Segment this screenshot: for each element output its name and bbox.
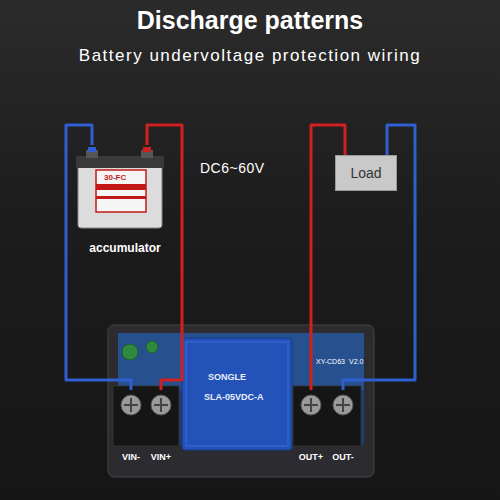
wire [66,125,131,390]
relay-model: SLA-05VDC-A [204,392,264,402]
capacitor-part [146,341,158,353]
load-box: Load [335,155,397,191]
relay-part [186,342,288,446]
screw-terminal-block-part [113,386,179,446]
voltage-label: DC6~60V [200,160,265,176]
battery-illustration-part [143,147,151,152]
battery-sticker: 30-FC [104,173,126,182]
terminal-text: VIN- [122,452,140,462]
battery-text: accumulator [72,241,178,255]
battery-illustration-part [88,147,96,152]
protection-board: XY-CD63 V2.0VIN- VIN+ OUT+ OUT- [112,330,370,475]
subtitle: Battery undervoltage protection wiring [0,46,500,66]
load-box-text: Load [350,165,381,181]
terminal: VIN+ [146,390,176,462]
capacitor-part [122,344,138,360]
terminal-text: VIN+ [151,452,171,462]
module-housing-part [108,325,374,477]
battery: accumulator [72,145,178,255]
screw-terminal-block [113,386,361,446]
title: Discharge patterns [0,6,500,35]
terminal-text: OUT- [332,452,354,462]
screw-terminal-block-part [293,386,361,446]
battery-illustration [76,147,164,228]
battery-illustration-part [96,184,146,190]
terminal: OUT+ [296,390,326,462]
protection-board-text: V2.0 [349,358,363,365]
relay-brand: SONGLE [208,372,246,382]
terminal: OUT- [328,390,358,462]
relay-part [182,338,292,450]
terminal: VIN- [116,390,146,462]
wire [147,125,182,390]
protection-board-text: XY-CD63 [316,358,345,365]
module-housing [108,325,374,477]
battery-illustration-part [96,170,146,212]
relay [182,338,292,450]
terminal-text: OUT+ [299,452,323,462]
battery-illustration-part [96,196,146,199]
battery-illustration-part [78,160,162,228]
